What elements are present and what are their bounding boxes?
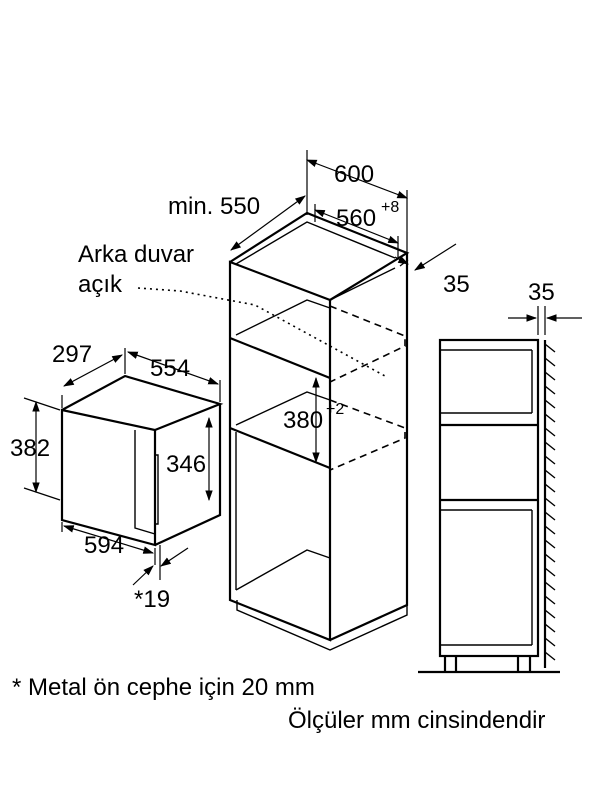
- appliance-depth-label: 297: [52, 341, 92, 368]
- niche-width-tolerance: +8: [381, 199, 399, 216]
- appliance-height-outer-label: 382: [10, 435, 50, 462]
- niche-height-label: 380: [283, 407, 323, 434]
- side-gap-label: 35: [443, 271, 470, 298]
- appliance-width-top-label: 554: [150, 355, 190, 382]
- cabinet-dimensions: [230, 150, 457, 464]
- cabinet-width-label: 600: [334, 161, 374, 188]
- appliance-width-front-label: 594: [84, 532, 124, 559]
- back-wall-label-1: Arka duvar: [78, 241, 194, 268]
- appliance-height-inner-label: 346: [166, 451, 206, 478]
- units-note: Ölçüler mm cinsindendir: [288, 707, 545, 734]
- metal-front-note: * Metal ön cephe için 20 mm: [12, 674, 315, 701]
- microwave-appliance: [60, 374, 224, 547]
- niche-width-label: 560: [336, 205, 376, 232]
- tall-cabinet: [137, 211, 410, 651]
- side-view: [418, 306, 582, 674]
- back-wall-label-2: açık: [78, 271, 123, 298]
- niche-height-tolerance: +2: [326, 401, 344, 418]
- side-view-gap-label: 35: [528, 279, 555, 306]
- min-depth-label: min. 550: [168, 193, 260, 220]
- front-thickness-label: *19: [134, 586, 170, 613]
- appliance-dimensions: [23, 348, 221, 586]
